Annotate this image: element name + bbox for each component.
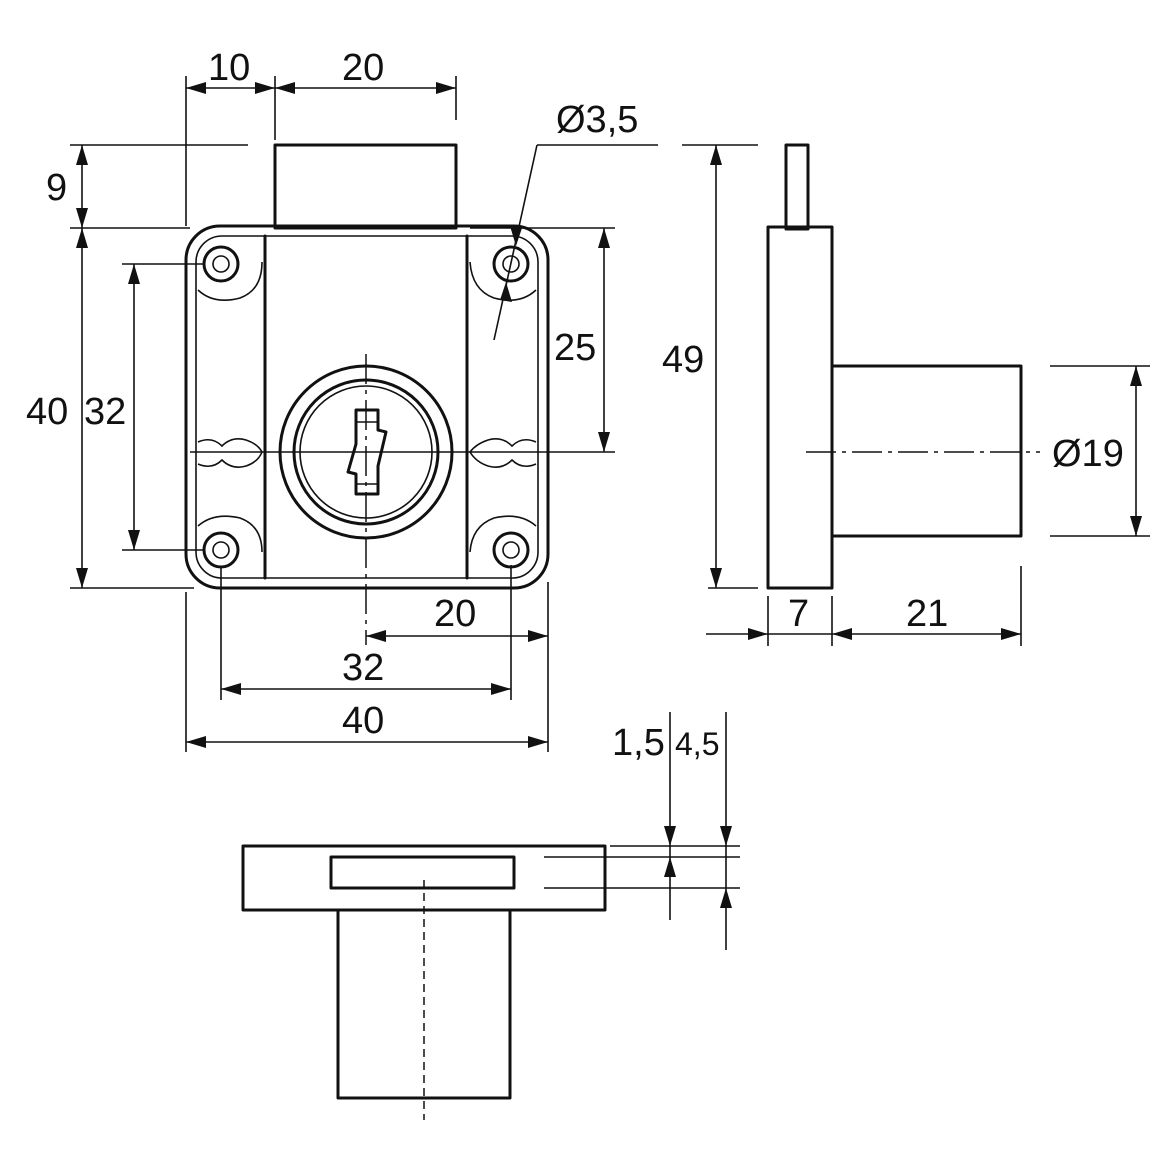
screw-boss-br [469, 515, 537, 569]
bottom-dimensions: 1,5 4,5 [544, 712, 740, 950]
dim-side-7: 7 [788, 593, 809, 635]
dim-side-49: 49 [662, 339, 704, 381]
front-body-outer [184, 224, 550, 590]
dim-side-21: 21 [906, 593, 948, 635]
keyway-icon [346, 408, 388, 496]
dim-left-32: 32 [84, 391, 126, 433]
side-body [766, 225, 834, 590]
side-slot-right [469, 438, 537, 468]
front-bolt [273, 143, 458, 230]
screw-boss-bl [197, 515, 263, 569]
side-cylinder [830, 364, 1023, 538]
dim-top-20: 20 [342, 47, 384, 89]
dim-bottom-40: 40 [342, 700, 384, 742]
dim-side-diameter: Ø19 [1052, 433, 1124, 475]
dim-hole-diameter: Ø3,5 [556, 99, 638, 141]
side-slot-left [197, 438, 263, 468]
dim-bottom-32: 32 [342, 647, 384, 689]
front-view [184, 143, 615, 645]
side-dimensions: 49 Ø19 7 21 [662, 144, 1150, 646]
dim-left-40: 40 [26, 391, 68, 433]
bottom-view [241, 844, 607, 1120]
dim-bolt-1-5: 1,5 [612, 722, 665, 764]
dim-bolt-4-5: 4,5 [675, 726, 719, 762]
front-dimensions: 10 20 9 40 32 25 Ø3,5 [26, 47, 658, 752]
side-bolt [784, 143, 810, 231]
dim-top-10: 10 [208, 47, 250, 89]
screw-boss-tl [197, 245, 263, 301]
dim-right-25: 25 [554, 327, 596, 369]
bottom-bolt-slot [329, 855, 516, 890]
side-view [766, 143, 1040, 590]
dim-bottom-20: 20 [434, 593, 476, 635]
dim-left-9: 9 [46, 167, 67, 209]
screw-boss-tr [469, 245, 537, 301]
front-body-inner [195, 235, 539, 579]
